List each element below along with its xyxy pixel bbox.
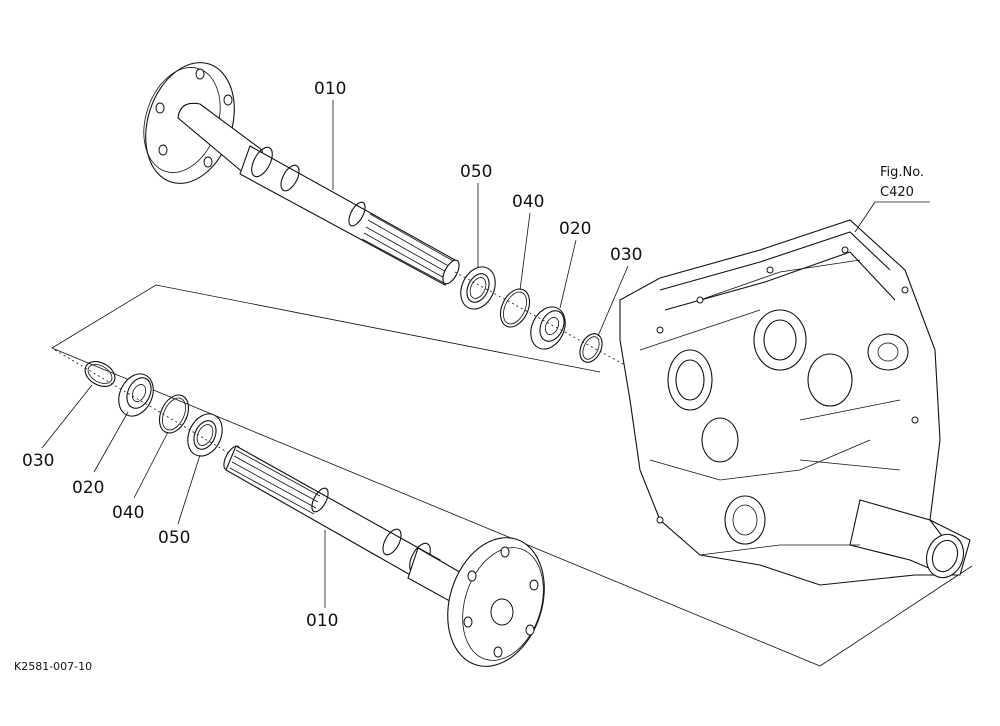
label-upper-shaft: 010	[314, 79, 346, 99]
upper-snap-ring	[499, 288, 531, 328]
leader-lines	[41, 100, 629, 608]
lower-axis-line	[54, 349, 233, 456]
lower-snap-ring	[158, 394, 190, 434]
fig-no-label: Fig.No.	[880, 165, 924, 180]
fig-reference: Fig.No. C420	[854, 165, 930, 233]
lower-axle-shaft	[223, 445, 545, 667]
part-labels: 010 050 040 020 030 030 020 040 050 010	[22, 79, 642, 631]
label-lower-snap-ring: 040	[112, 503, 144, 523]
label-lower-shaft: 010	[306, 611, 338, 631]
upper-axle-shaft	[143, 62, 460, 286]
label-lower-seal: 050	[158, 528, 190, 548]
upper-circlip	[579, 333, 603, 363]
label-upper-snap-ring: 040	[512, 192, 544, 212]
transmission-case	[619, 219, 971, 586]
label-upper-circlip: 030	[610, 245, 642, 265]
label-lower-bearing: 020	[72, 478, 104, 498]
upper-oil-seal	[460, 266, 496, 310]
label-upper-seal: 050	[460, 162, 492, 182]
upper-axis-line	[454, 271, 626, 366]
lower-oil-seal	[187, 413, 223, 457]
upper-bearing	[530, 306, 566, 350]
label-lower-circlip: 030	[22, 451, 54, 471]
label-upper-bearing: 020	[559, 219, 591, 239]
fig-no-value: C420	[880, 185, 914, 200]
lower-bearing	[118, 373, 154, 417]
drawing-code: K2581-007-10	[14, 660, 92, 673]
guide-frame	[51, 284, 973, 667]
lower-circlip	[84, 361, 116, 387]
